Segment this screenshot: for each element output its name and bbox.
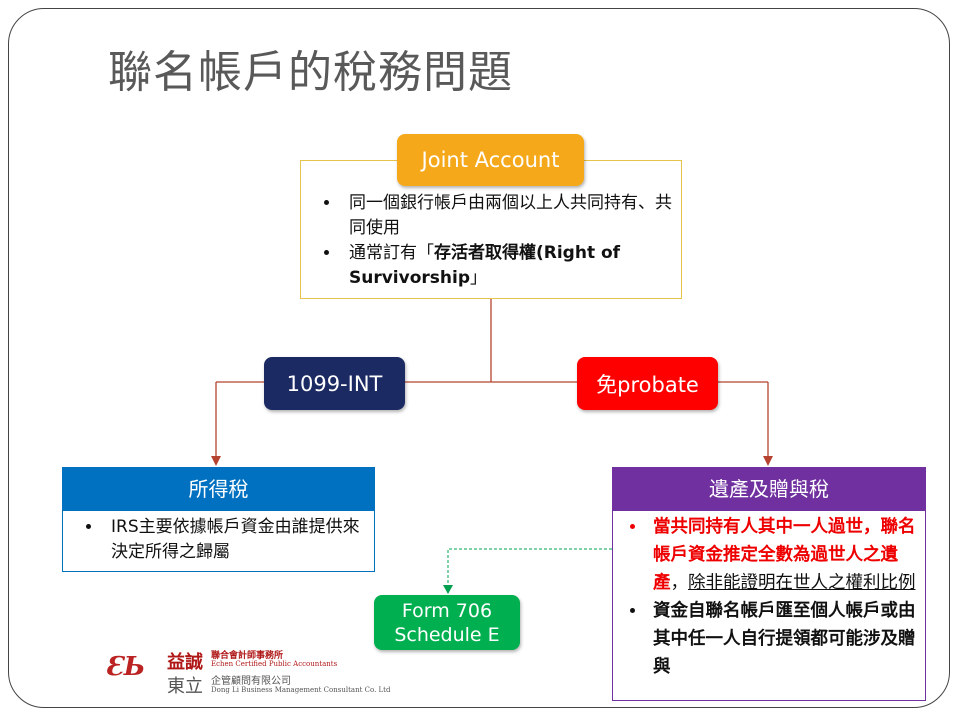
logo-firm2-en: Dong Li Business Management Consultant C…: [211, 686, 391, 694]
bullet-text: 通常訂有「: [349, 243, 434, 263]
income-bullet: IRS主要依據帳戶資金由誰提供來決定所得之歸屬: [103, 515, 374, 565]
joint-account-tag: Joint Account: [397, 134, 584, 186]
dashed-arrowhead: [443, 585, 453, 594]
estate-bullet-1: 當共同持有人其中一人過世，聯名帳戶資金推定全數為過世人之遺產，除非能證明在世人之…: [647, 513, 919, 597]
logo-firm2: 企管顧問有限公司: [211, 676, 291, 687]
bullet-bold: 存活者取得權(Right of Survivorship: [349, 243, 621, 288]
logo-name2: 東立: [167, 676, 203, 697]
sep: ，: [670, 573, 689, 593]
estate-bullet-2: 資金自聯名帳戶匯至個人帳戶或由其中任一人自行提領都可能涉及贈與: [647, 597, 919, 681]
form-line2: Schedule E: [394, 623, 500, 646]
1099-int-tag: 1099-INT: [264, 357, 405, 410]
estate-underline-text: 除非能證明在世人之權利比例: [688, 573, 916, 593]
arrowheads: [211, 456, 773, 466]
probate-tag: 免probate: [577, 357, 718, 410]
logo-name1: 益誠: [167, 652, 203, 673]
estate-tax-title: 遺產及贈與稅: [613, 468, 925, 511]
logo-firm1: 聯合會計師事務所: [211, 651, 284, 661]
income-tax-title: 所得稅: [63, 468, 374, 511]
slide-frame: [8, 8, 950, 708]
estate-tax-box: 遺產及贈與稅 當共同持有人其中一人過世，聯名帳戶資金推定全數為過世人之遺產，除非…: [612, 467, 926, 701]
page-title: 聯名帳戶的稅務問題: [108, 47, 513, 98]
logo-firm1-en: Echen Certified Public Accountants: [211, 660, 338, 668]
estate-red-text: 當共同持有人其中一人過世，聯名帳戶資金推定全數為過世人之遺產: [653, 517, 916, 593]
joint-bullet-1: 同一個銀行帳戶由兩個以上人共同持有、共同使用: [341, 191, 681, 241]
form-line1: Form 706: [401, 599, 493, 622]
joint-account-box: 同一個銀行帳戶由兩個以上人共同持有、共同使用 通常訂有「存活者取得權(Right…: [300, 160, 682, 299]
income-tax-box: 所得稅 IRS主要依據帳戶資金由誰提供來決定所得之歸屬: [62, 467, 375, 572]
joint-bullet-2: 通常訂有「存活者取得權(Right of Survivorship」: [341, 241, 681, 291]
dashed-arrow: [447, 548, 612, 586]
company-logo: ƐЬ 益誠 東立 聯合會計師事務所 Echen Certified Public…: [105, 648, 395, 700]
logo-mark-icon: ƐЬ: [105, 652, 146, 682]
bullet-text: 」: [470, 268, 488, 288]
